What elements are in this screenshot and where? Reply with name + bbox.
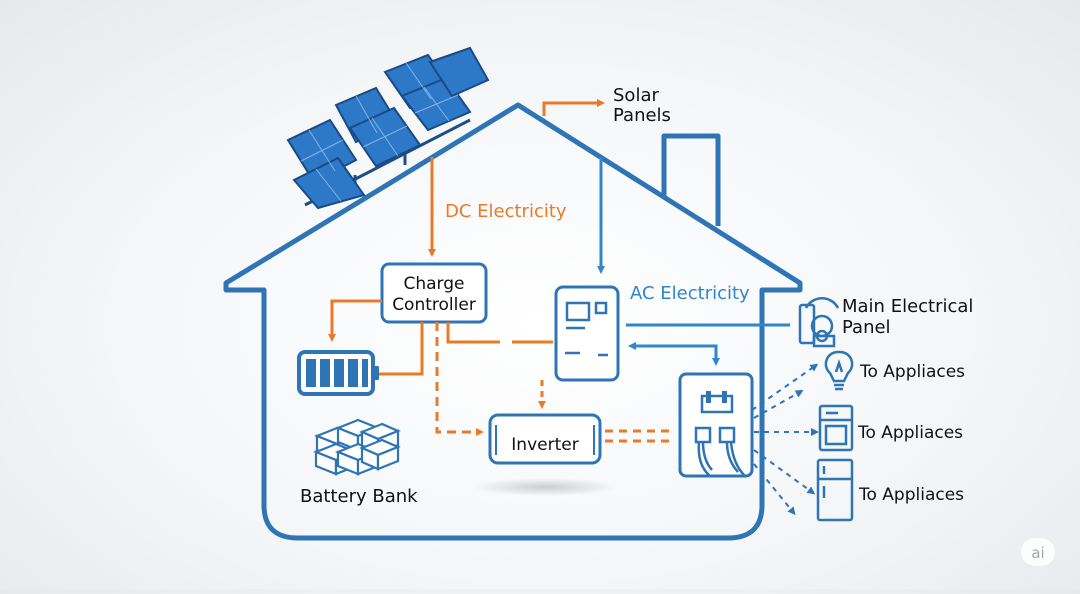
solar-panels-label-1: Solar bbox=[613, 85, 659, 106]
charge-controller-label-2: Controller bbox=[392, 295, 476, 315]
controller-inverter-link bbox=[435, 322, 484, 436]
battery-bank-icon bbox=[313, 418, 401, 476]
ac-electricity-label: AC Electricity bbox=[630, 283, 750, 304]
lightbulb-icon bbox=[824, 350, 854, 391]
main-panel-label-2: Panel bbox=[842, 317, 891, 338]
ai-watermark: ai bbox=[1021, 538, 1055, 566]
charge-controller-box bbox=[380, 262, 488, 324]
appliance-label-1: To Appliaces bbox=[859, 362, 965, 382]
appliance-label-3: To Appliaces bbox=[858, 485, 964, 505]
inverter-box bbox=[488, 413, 602, 465]
solar-label-arrow bbox=[542, 99, 605, 116]
battery-bank-label: Battery Bank bbox=[300, 486, 418, 507]
battery-icon bbox=[297, 350, 379, 396]
inverter-label: Inverter bbox=[511, 435, 578, 455]
ac-device-icon bbox=[554, 285, 620, 382]
controller-ac-link bbox=[446, 322, 500, 344]
chimney bbox=[661, 133, 721, 226]
fridge-icon bbox=[816, 458, 854, 522]
dc-electricity-label: DC Electricity bbox=[445, 201, 567, 222]
charge-controller-label-1: Charge bbox=[403, 274, 464, 294]
panel-feed-arrow bbox=[712, 344, 720, 366]
controller-battery-link bbox=[379, 322, 424, 376]
ai-watermark-text: ai bbox=[1031, 544, 1044, 562]
solar-panels-icon bbox=[286, 46, 490, 210]
main-panel-label-1: Main Electrical bbox=[842, 296, 973, 317]
battery-feed-arrow bbox=[328, 299, 382, 342]
washer-icon bbox=[818, 404, 854, 452]
solar-panels-label-2: Panels bbox=[613, 105, 671, 126]
appliance-label-2: To Appliaces bbox=[857, 423, 963, 443]
house-outline bbox=[223, 102, 803, 541]
inverter-shadow bbox=[473, 478, 617, 496]
appliance-arrows bbox=[751, 363, 819, 516]
meter-icon bbox=[798, 297, 840, 348]
breaker-panel-icon bbox=[678, 372, 754, 478]
